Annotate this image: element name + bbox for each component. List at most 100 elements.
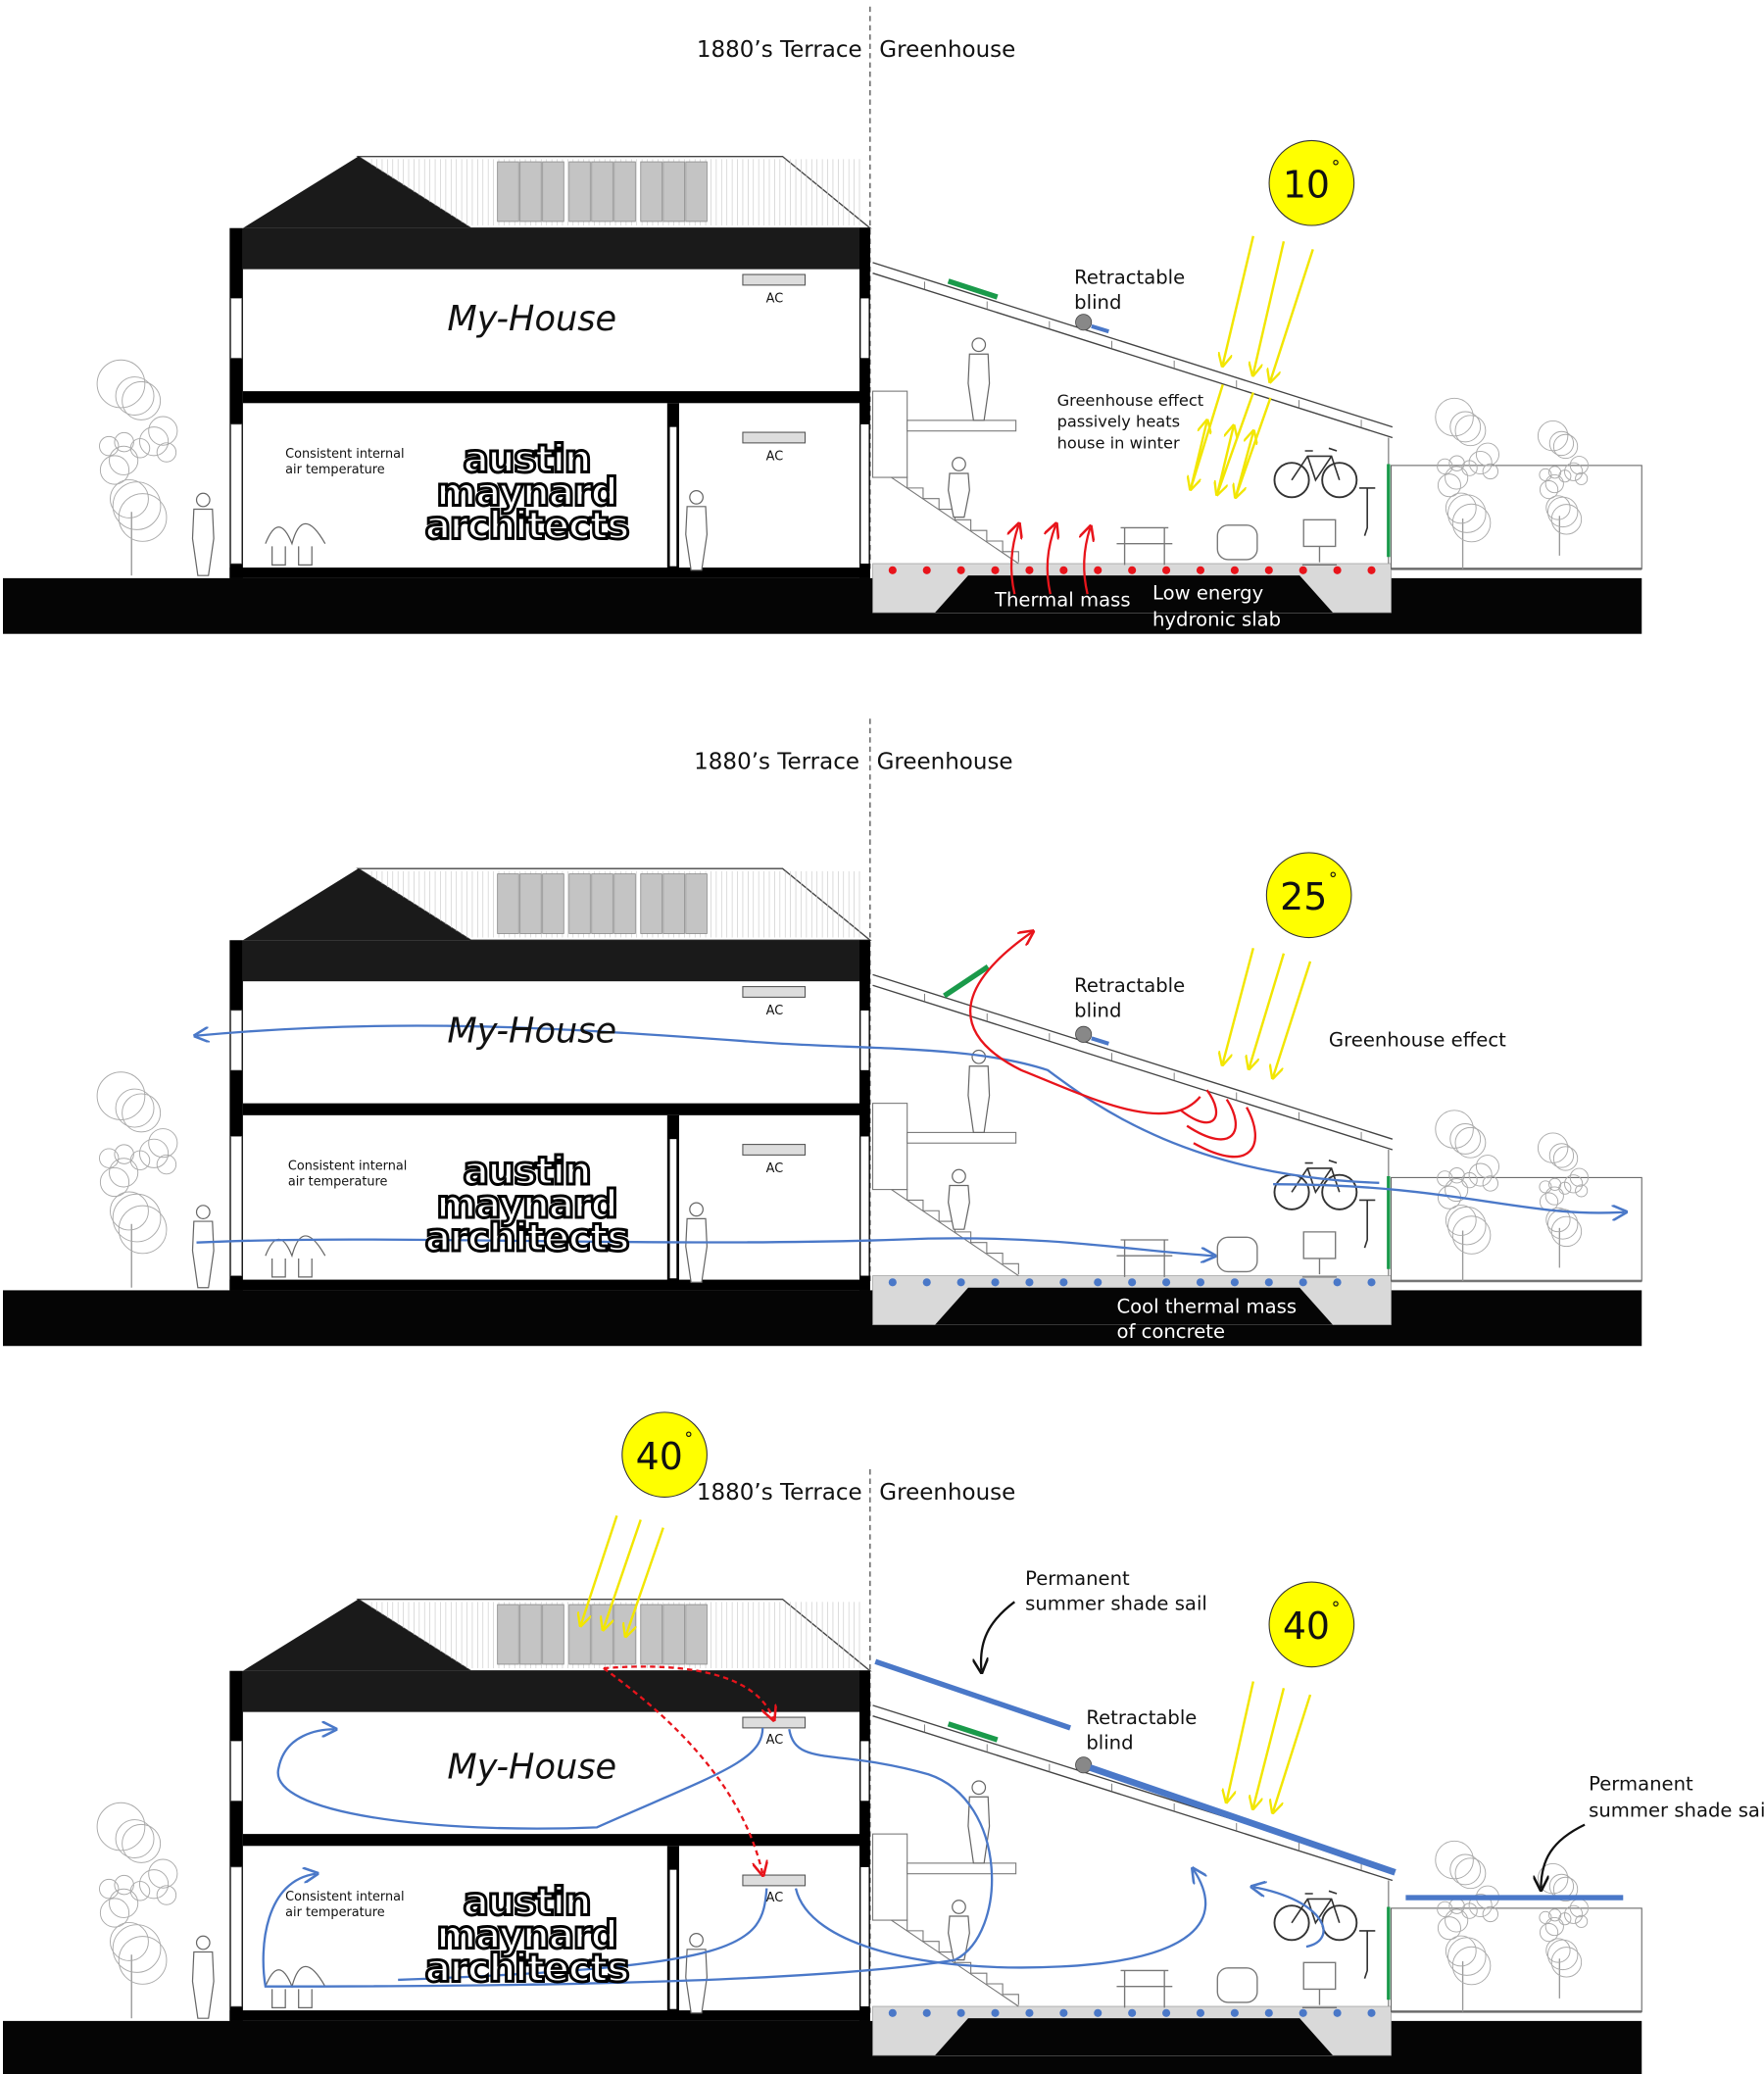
- first-floor-slab: [242, 1834, 860, 1847]
- tree-foliage: [1552, 433, 1579, 460]
- person-silhouette: [948, 457, 970, 518]
- person-silhouette: [685, 1932, 709, 2014]
- slab-pipe-dot: [1025, 1278, 1034, 1287]
- solar-panel: [591, 873, 613, 934]
- slab-pipe-dot: [922, 1278, 931, 1287]
- slab-pipe-dot: [956, 2008, 965, 2017]
- slab-pipe-dot: [1162, 1278, 1171, 1287]
- panel-summer-40-degrees: 1880’s Terrace Greenhouse My-House AC AC…: [3, 1411, 1764, 2074]
- warm-air-exhaust: [968, 932, 1201, 1115]
- ac-label-upper: AC: [766, 291, 784, 306]
- solar-panel: [613, 1604, 636, 1665]
- solar-panel: [542, 873, 564, 934]
- slab-pipe-dot: [1230, 1278, 1239, 1287]
- slab-pipe-dot: [991, 1278, 1000, 1287]
- stair-stringer: [891, 1919, 1019, 2007]
- tree-foliage: [148, 1858, 178, 1889]
- tree-foliage: [1550, 504, 1583, 535]
- window-lower: [230, 1136, 242, 1276]
- cool-mass-line2: of concrete: [1116, 1320, 1225, 1343]
- slab-pipe-dot: [1333, 566, 1342, 574]
- tree-foliage: [1437, 1916, 1461, 1941]
- solar-panel: [542, 161, 564, 222]
- tree-foliage: [122, 1823, 162, 1863]
- tree-foliage: [1451, 503, 1492, 543]
- solar-panel: [662, 1604, 685, 1665]
- person-head: [195, 492, 211, 508]
- tree-foliage: [1569, 456, 1589, 475]
- roof-gable: [242, 868, 471, 941]
- tree-foliage: [1454, 1126, 1487, 1159]
- slab-pipe-dot: [1196, 566, 1205, 574]
- person-head: [195, 1205, 211, 1219]
- person-body: [191, 1951, 215, 2019]
- solar-panel: [568, 161, 591, 222]
- slab-pipe-dot: [888, 1278, 897, 1287]
- solar-panel: [519, 873, 542, 934]
- consistent-temp-line1: Consistent internal: [285, 1890, 404, 1904]
- sun-ray: [1270, 248, 1314, 380]
- tree-foliage: [118, 1205, 168, 1255]
- blind-roller: [1075, 1025, 1093, 1043]
- slab-pipe-dot: [1230, 2008, 1239, 2017]
- cool-air-exhaust: [1273, 1183, 1625, 1212]
- logo-line2: maynard: [436, 1183, 616, 1227]
- house-name: My-House: [447, 1747, 616, 1787]
- tree-foliage: [1545, 1207, 1571, 1233]
- terrace-label: 1880’s Terrace: [697, 1480, 862, 1506]
- tree-foliage: [1451, 1215, 1492, 1255]
- mezzanine: [906, 1862, 1017, 1875]
- person-head: [195, 1935, 211, 1951]
- ground: [3, 577, 1642, 634]
- sun-ray-roof: [626, 1527, 664, 1636]
- tree-foliage: [1548, 466, 1562, 479]
- tree: [96, 359, 178, 576]
- armchair: [1216, 1236, 1258, 1273]
- slab-pipe-dot: [1298, 566, 1307, 574]
- consistent-temp-line1: Consistent internal: [288, 1159, 407, 1173]
- ground-floor-slab: [229, 568, 870, 578]
- tree-foliage: [115, 1819, 155, 1858]
- tree-foliage: [1435, 1110, 1474, 1149]
- tree-foliage: [1447, 1206, 1487, 1246]
- tree-foliage: [110, 1191, 149, 1231]
- solar-panel: [662, 873, 685, 934]
- person-body: [948, 472, 970, 518]
- tree-foliage: [1539, 1910, 1552, 1924]
- tree-foliage: [1445, 1178, 1469, 1203]
- staircase: [891, 1189, 1019, 1275]
- tree-foliage: [1468, 1162, 1493, 1187]
- slab-pipe-dot: [991, 566, 1000, 574]
- tree-foliage: [1548, 430, 1575, 457]
- person-head: [971, 337, 987, 353]
- person-head: [952, 1168, 966, 1184]
- roof-ceiling-band: [242, 1670, 870, 1712]
- slab-pipe-dot: [888, 2008, 897, 2017]
- wall-opening-lower: [860, 1136, 869, 1276]
- bike-wheel: [1273, 1173, 1310, 1210]
- person-body: [967, 1796, 991, 1864]
- retractable-blind-extended: [1089, 1764, 1396, 1876]
- tree-foliage: [112, 481, 162, 530]
- party-wall: [859, 1670, 870, 2021]
- heat-to-ac-lower: [603, 1667, 762, 1874]
- tree-foliage: [1451, 1946, 1492, 1986]
- tree-foliage: [1545, 1938, 1571, 1963]
- tree-foliage: [148, 1128, 178, 1159]
- tree-foliage: [1445, 1205, 1477, 1236]
- slab-pipe-dot: [1128, 2008, 1137, 2017]
- person-silhouette: [948, 1168, 970, 1230]
- slab-pipe-dot: [888, 566, 897, 574]
- slab-pipe-dot: [1367, 1278, 1376, 1287]
- retractable-blind-line2: blind: [1074, 291, 1121, 314]
- consistent-temp-line1: Consistent internal: [285, 447, 404, 462]
- slab-pipe-dot: [1162, 566, 1171, 574]
- shade-sail-pointer: [981, 1601, 1015, 1670]
- tree-foliage: [1552, 1876, 1579, 1902]
- slab-pipe-dot: [1264, 566, 1273, 574]
- tree-foliage: [1448, 455, 1465, 471]
- tree-foliage: [1468, 1893, 1493, 1918]
- rising-heat-arrow: [1048, 525, 1055, 595]
- degree-symbol: °: [1332, 1600, 1341, 1619]
- mezzanine: [906, 1131, 1017, 1144]
